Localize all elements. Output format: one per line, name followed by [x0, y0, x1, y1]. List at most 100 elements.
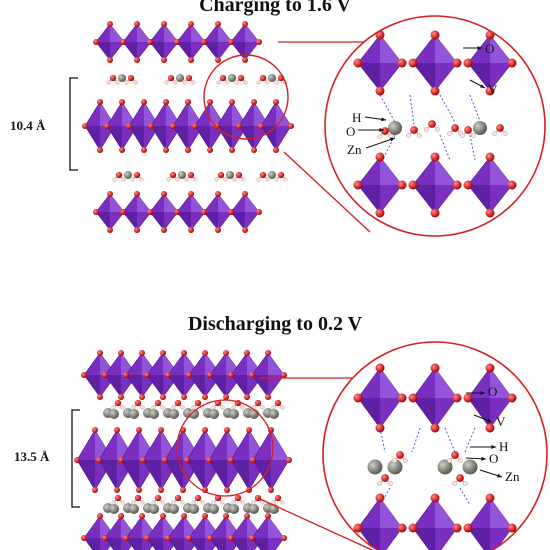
oxygen-atom [202, 350, 208, 356]
octahedron-highlight [268, 353, 284, 375]
hydrogen-atom [211, 405, 216, 410]
vo6-octahedron [201, 191, 235, 233]
oxygen-atom [202, 394, 208, 400]
hydrogen-atom [240, 405, 245, 410]
hydrogen-atom [175, 177, 180, 182]
hydrogen-atom [191, 405, 196, 410]
oxygen-atom [96, 457, 102, 463]
oxygen-atom [273, 99, 279, 105]
hydrogen-atom [241, 177, 246, 182]
hydrogen-atom [191, 80, 196, 85]
hydrogen-atom [216, 80, 221, 85]
hydrogen-atom [171, 405, 176, 410]
hydrogen-bond [379, 427, 386, 453]
water-molecule [171, 494, 185, 505]
vo6-octahedron [249, 513, 287, 550]
water-zn-rows-1 [106, 74, 288, 182]
oxygen-atom [180, 487, 186, 493]
hydrogen-atom [256, 80, 261, 85]
oxygen-atom [215, 191, 221, 197]
vo6-octahedron [120, 21, 154, 63]
water-molecule [271, 399, 285, 410]
octahedron-shadow [85, 126, 100, 150]
oxygen-atom [188, 57, 194, 63]
hydrogen-atom [151, 405, 156, 410]
hydrogen-bond [439, 94, 456, 123]
octahedron-shadow [150, 212, 164, 230]
oxygen-atom [102, 372, 108, 378]
water-molecule [271, 494, 285, 505]
octahedron-shadow [231, 375, 247, 397]
water-molecule [232, 171, 246, 182]
oxygen-atom [397, 523, 407, 533]
octahedron-highlight [137, 194, 151, 212]
hydrogen-atom [447, 458, 452, 463]
oxygen-atom [192, 123, 198, 129]
oxygen-atom [463, 180, 473, 190]
spacing-bracket-1 [69, 77, 78, 171]
octahedron-shadow [413, 185, 435, 213]
octahedron-shadow [177, 42, 191, 60]
vo6-octahedron [93, 21, 127, 63]
oxygen-atom [118, 457, 124, 463]
oxygen-atom [353, 180, 363, 190]
hydrogen-atom [200, 500, 205, 505]
hydrogen-atom [377, 134, 382, 139]
hydrogen-atom [171, 500, 176, 505]
oxygen-atom [148, 123, 154, 129]
arrow-head [481, 456, 486, 461]
octahedron-shadow [261, 126, 276, 150]
oxygen-atom [485, 363, 495, 373]
hydrogen-atom [452, 481, 457, 486]
water-molecule [251, 399, 265, 410]
water-molecule [111, 494, 125, 505]
water-molecule [111, 399, 125, 410]
water-molecule [191, 494, 205, 505]
oxygen-atom [430, 208, 440, 218]
water-molecule [106, 74, 120, 85]
oxygen-atom [174, 399, 182, 407]
oxygen-atom [224, 487, 230, 493]
oxygen-atom [256, 39, 262, 45]
connector-line-bottom-1 [283, 151, 371, 233]
vo6-octahedron [353, 152, 407, 218]
water-molecule [377, 127, 393, 139]
octahedron-highlight [435, 368, 457, 398]
water-molecule [256, 171, 270, 182]
oxygen-atom [104, 123, 110, 129]
hydrogen-atom [133, 80, 138, 85]
oxygen-atom [408, 523, 418, 533]
oxygen-atom [187, 171, 195, 179]
hydrogen-atom [280, 500, 285, 505]
label-o-top-2: O [488, 384, 498, 399]
oxygen-atom [485, 152, 495, 162]
panel-charging [69, 15, 546, 237]
oxygen-atom [167, 74, 175, 82]
oxygen-atom [93, 209, 99, 215]
hydrogen-atom [225, 80, 230, 85]
water-molecule [164, 74, 178, 85]
oxygen-atom [184, 457, 190, 463]
oxygen-atom [154, 399, 162, 407]
oxygen-atom [139, 394, 145, 400]
oxygen-atom [114, 487, 120, 493]
vo-layers-2 [74, 350, 292, 550]
water-molecule [171, 399, 185, 410]
hydrogen-bond [444, 427, 456, 453]
label-zn-2: Zn [505, 469, 520, 484]
oxygen-atom [118, 350, 124, 356]
oxygen-atom [133, 171, 141, 179]
water-molecule [231, 494, 245, 505]
oxygen-atom [396, 451, 404, 459]
octahedron-shadow [123, 42, 137, 60]
magnified-circle-1 [324, 15, 546, 237]
oxygen-atom [154, 494, 162, 502]
oxygen-atom [97, 147, 103, 153]
hydrogen-atom [139, 177, 144, 182]
zinc-atom [189, 504, 199, 514]
water-molecule [406, 126, 422, 138]
arrow-head [487, 418, 492, 423]
oxygen-atom [408, 58, 418, 68]
vo6-octahedron [147, 191, 181, 233]
octahedron-shadow [468, 185, 490, 213]
